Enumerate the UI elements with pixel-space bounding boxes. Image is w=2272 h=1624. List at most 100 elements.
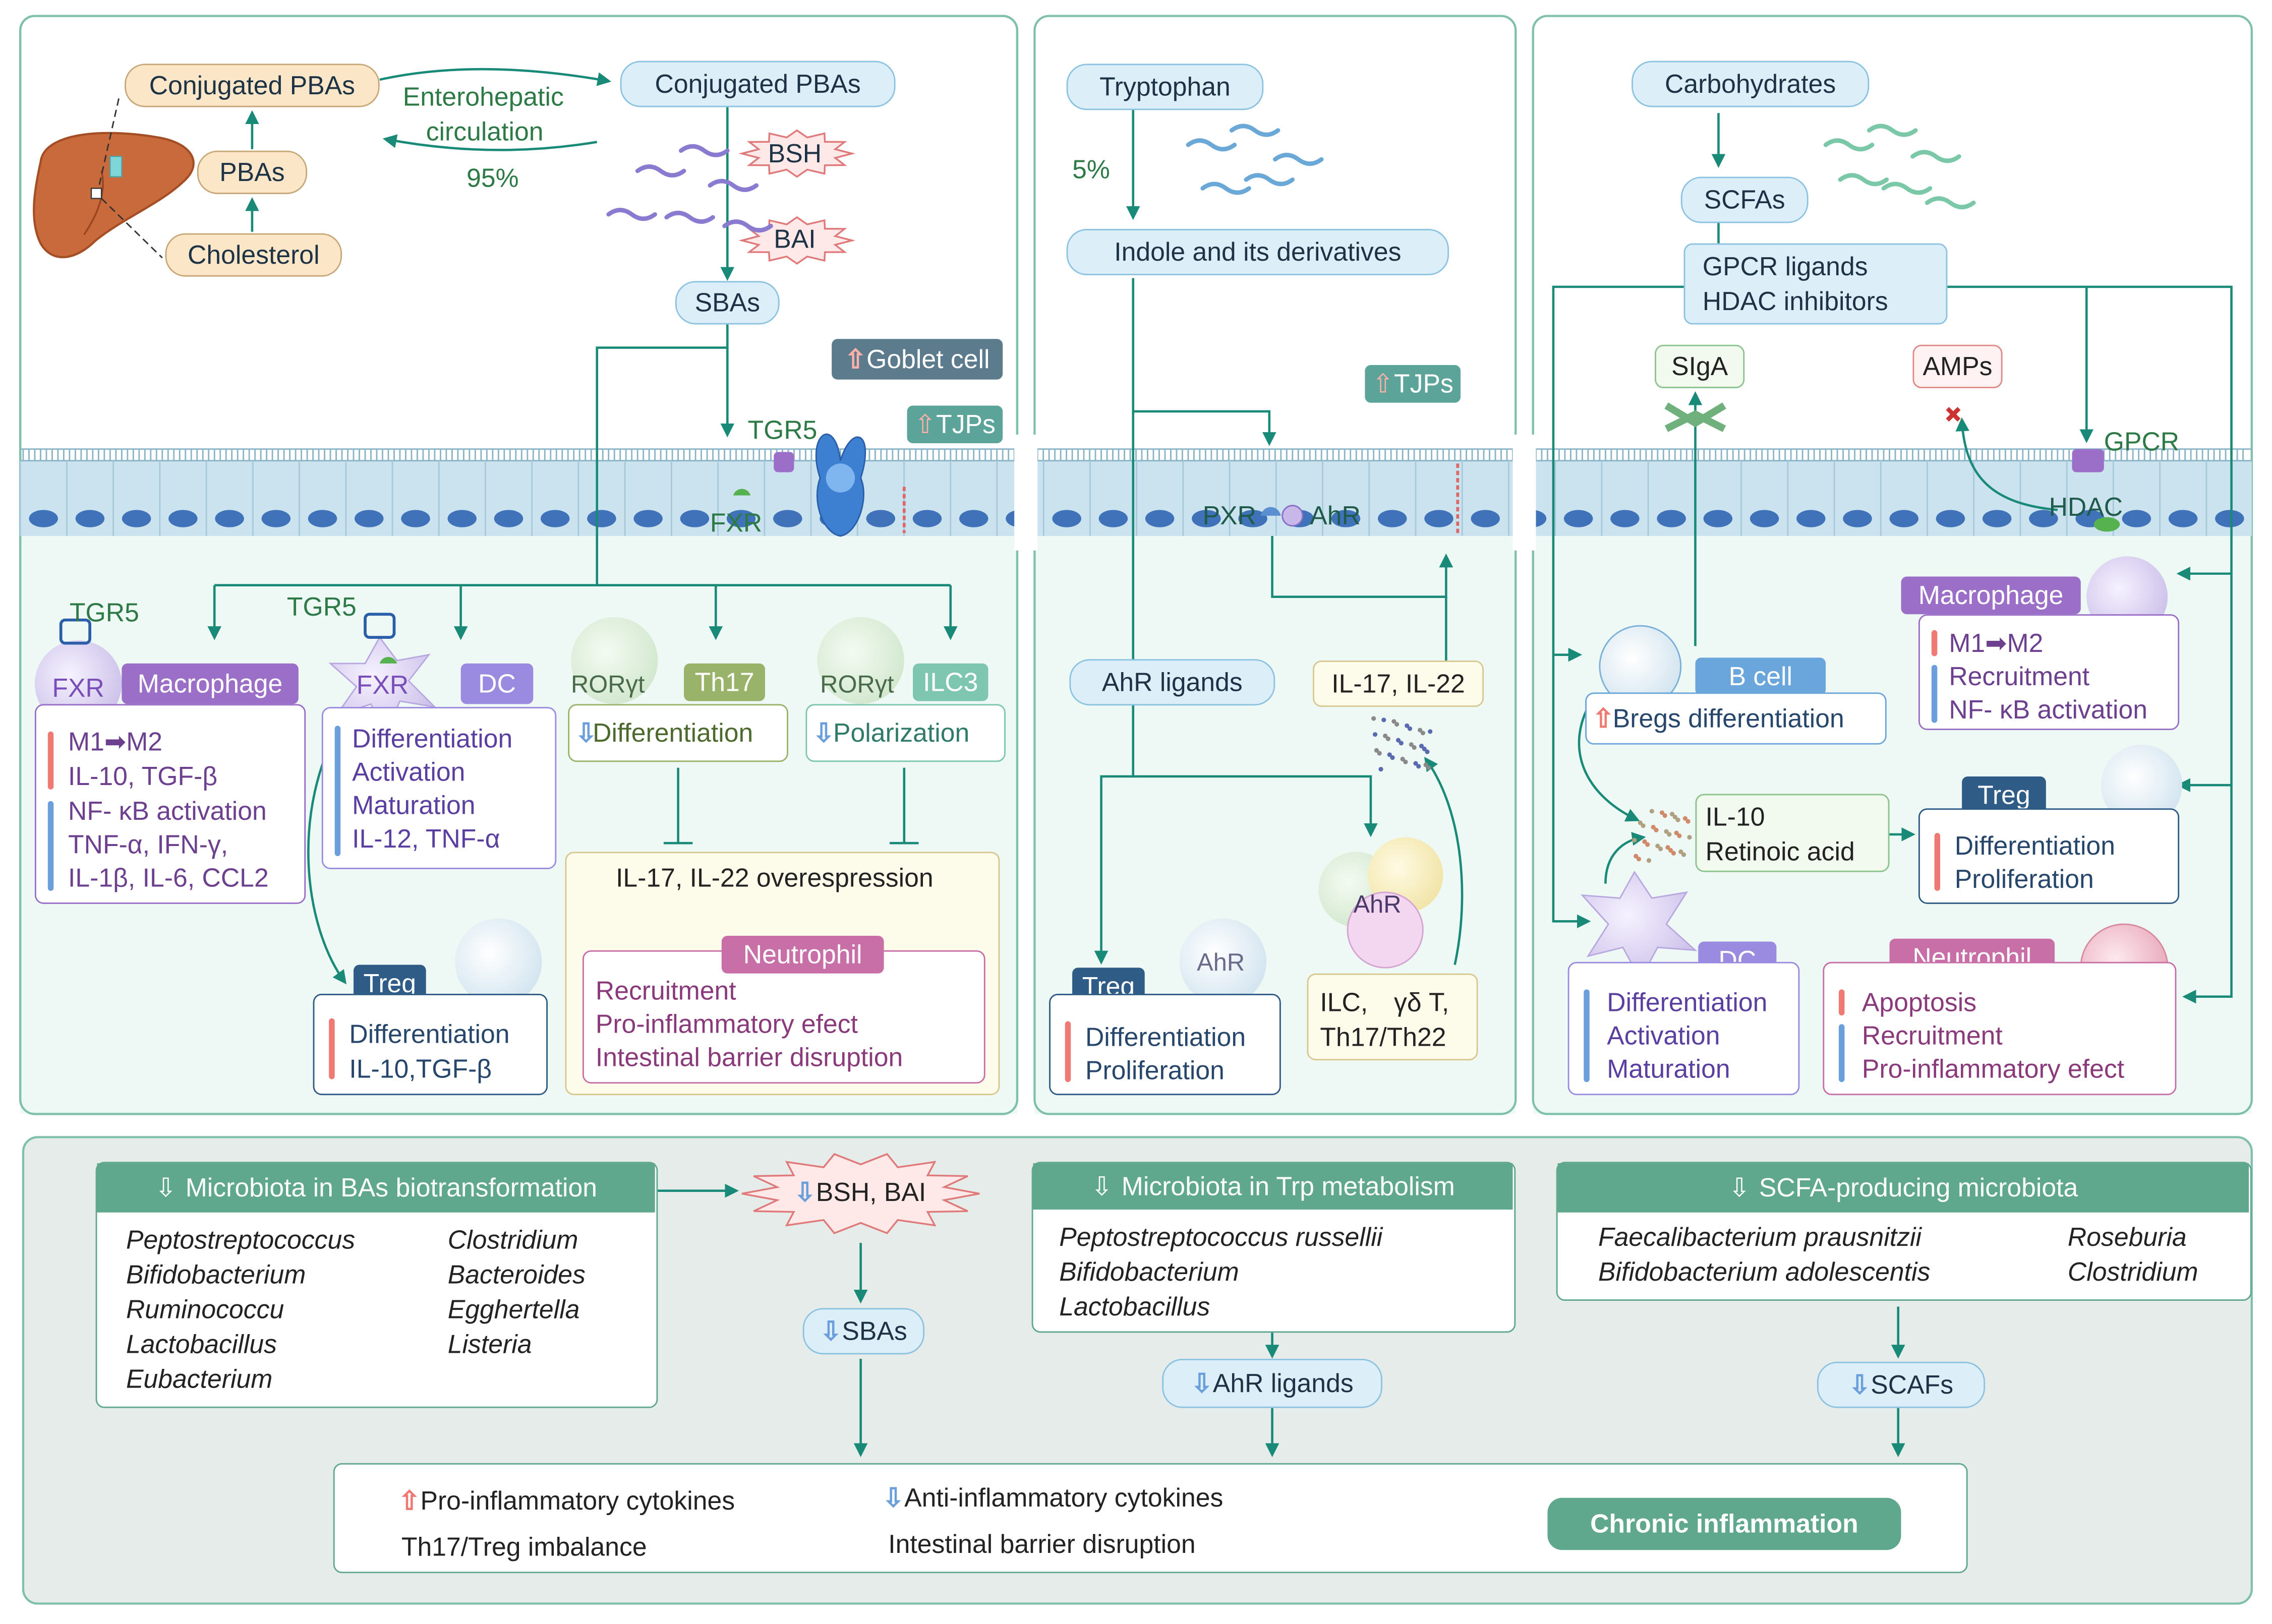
macrophage-tag-p3: Macrophage xyxy=(1901,576,2081,615)
gpcr-ligands-line-1: GPCR ligands xyxy=(1702,252,1868,281)
dc-p1-line-4: IL-12, TNF-α xyxy=(352,824,500,854)
down-arrow-icon xyxy=(334,726,341,857)
down-arrow-icon: ⇩ xyxy=(575,718,597,748)
treg-p1-line-1: Differentiation xyxy=(349,1019,510,1049)
ilc3-tag: ILC3 xyxy=(913,663,988,701)
up-arrow-icon xyxy=(1065,1021,1071,1082)
pbas-node: PBAs xyxy=(197,150,308,194)
scfa-microbiota-header: ⇩SCFA-producing microbiota xyxy=(1557,1163,2249,1213)
treg-p2-line-2: Proliferation xyxy=(1085,1056,1225,1085)
tgr5-receptor-icon xyxy=(733,452,794,496)
macrophage-p3-down-2: NF- κB activation xyxy=(1949,695,2148,725)
th17-rorgt-label: RORγt xyxy=(571,671,645,698)
gpcr-hdac-icon xyxy=(2072,449,2120,532)
macrophage-tag-p1: Macrophage xyxy=(122,663,299,704)
macrophage-box-p3: M1➡M2 Recruitment NF- κB activation xyxy=(1918,614,2180,731)
neutrophil-p1-line-2: Pro-inflammatory efect xyxy=(595,1009,858,1039)
outcome-th17: Th17/Treg imbalance xyxy=(401,1532,647,1562)
down-arrow-icon xyxy=(1931,665,1938,723)
ilc-box: ILC, γδ T, Th17/Th22 xyxy=(1307,973,1478,1061)
scfa-col2-1: Roseburia xyxy=(2067,1222,2187,1252)
ba-col2-4: Listeria xyxy=(447,1330,532,1359)
dc-tgr5-label: TGR5 xyxy=(286,592,357,622)
treg-p2-line-1: Differentiation xyxy=(1085,1022,1246,1052)
ahr-epithelium-label: AhR xyxy=(1310,501,1361,530)
ilc-line-1: ILC, γδ T, xyxy=(1320,988,1449,1017)
treg-p1-line-2: IL-10,TGF-β xyxy=(349,1054,492,1084)
carbohydrates-node: Carbohydrates xyxy=(1632,61,1870,107)
goblet-cell-tag: ⇧Goblet cell xyxy=(832,339,1003,380)
bsh-bai-bottom: ⇩BSH, BAI xyxy=(794,1177,926,1207)
up-arrow-icon xyxy=(1931,630,1938,656)
microbes-icon xyxy=(606,124,1976,233)
up-arrow-icon xyxy=(1934,833,1941,891)
enterohepatic-percent: 95% xyxy=(467,163,519,193)
treg-p3-line-1: Differentiation xyxy=(1954,831,2115,861)
up-arrow-icon xyxy=(329,1018,335,1079)
ba-col1-2: Bifidobacterium xyxy=(126,1260,306,1290)
bcell-line: Bregs differentiation xyxy=(1612,704,1844,733)
gpcr-ligands-box: GPCR ligands HDAC inhibitors xyxy=(1683,243,1948,325)
gpcr-label: GPCR xyxy=(2104,427,2180,457)
bottom-arrows xyxy=(658,1183,1905,1458)
macrophage-p1-down-1: NF- κB activation xyxy=(68,797,267,826)
scafs-bottom-node: ⇩SCAFs xyxy=(1817,1361,1986,1408)
neutrophil-p3-up-1: Apoptosis xyxy=(1861,988,1977,1017)
panel2-arrows xyxy=(1094,110,1464,965)
ahr-cells-label: AhR xyxy=(1353,890,1402,919)
il10-retinoic-box: IL-10 Retinoic acid xyxy=(1695,794,1890,872)
gpcr-ligands-line-2: HDAC inhibitors xyxy=(1702,286,1888,316)
ba-col1-1: Peptostreptococcus xyxy=(126,1225,356,1255)
neutrophil-p3-down-1: Recruitment xyxy=(1861,1021,2003,1050)
scfa-col2-2: Clostridium xyxy=(2067,1257,2198,1287)
outcome-down: ⇩Anti-inflammatory cytokines xyxy=(882,1483,1224,1513)
down-arrow-icon xyxy=(47,801,54,891)
ba-col2-2: Bacteroides xyxy=(447,1260,586,1290)
ba-microbiota-box: ⇩Microbiota in BAs biotransformation Pep… xyxy=(95,1162,658,1408)
conjugated-pbas-gut: Conjugated PBAs xyxy=(620,61,896,107)
ba-microbiota-header: ⇩Microbiota in BAs biotransformation xyxy=(97,1163,655,1213)
tryptophan-node: Tryptophan xyxy=(1066,64,1264,110)
ahr-cells-icon xyxy=(1318,837,1443,969)
amps-node: AMPs xyxy=(1912,344,2003,388)
macrophage-p1-up-1: M1➡M2 xyxy=(68,727,163,756)
th17-cell-icon xyxy=(571,617,658,704)
scfa-col1-1: Faecalibacterium prausnitzii xyxy=(1598,1222,1921,1252)
dc-p3-line-2: Activation xyxy=(1607,1021,1720,1050)
treg-box-p1: Differentiation IL-10,TGF-β xyxy=(313,993,548,1096)
th17-tag: Th17 xyxy=(684,663,765,701)
il10-line: IL-10 xyxy=(1705,802,1765,832)
scfa-microbiota-box: ⇩SCFA-producing microbiota Faecalibacter… xyxy=(1556,1162,2252,1301)
treg-p3-cell-icon xyxy=(2101,744,2182,826)
pxr-label: PXR xyxy=(1202,501,1257,530)
ahr-ligands-bottom-node: ⇩AhR ligands xyxy=(1162,1358,1382,1408)
cholesterol-node: Cholesterol xyxy=(165,233,342,277)
treg-tag-p3: Treg xyxy=(1962,776,2046,814)
siga-node: SIgA xyxy=(1655,344,1745,388)
dc-p1-line-3: Maturation xyxy=(352,791,476,820)
ba-col1-4: Lactobacillus xyxy=(126,1330,277,1359)
bcell-box: ⇧ Bregs differentiation xyxy=(1585,692,1887,745)
dc-tag-p1: DC xyxy=(460,663,534,704)
outcome-barrier: Intestinal barrier disruption xyxy=(888,1529,1196,1559)
ilc3-box: ⇩ Polarization xyxy=(805,704,1006,762)
trp-microbiota-header: ⇩Microbiota in Trp metabolism xyxy=(1033,1163,1513,1210)
amps-icon xyxy=(1946,407,1961,422)
hdac-label: HDAC xyxy=(2049,492,2123,522)
down-arrow-icon xyxy=(1838,1024,1845,1082)
macrophage-p1-down-2: TNF-α, IFN-γ, xyxy=(68,830,228,859)
macrophage-box-p1: M1➡M2 IL-10, TGF-β NF- κB activation TNF… xyxy=(34,704,306,904)
dc-box-p1: Differentiation Activation Maturation IL… xyxy=(321,707,557,869)
tjps-tag-p1: ⇧TJPs xyxy=(907,405,1003,444)
trp-list-2: Bifidobacterium xyxy=(1059,1257,1239,1287)
il17-il22-node: IL-17, IL-22 xyxy=(1313,660,1484,707)
macrophage-fxr-label: FXR xyxy=(52,673,104,703)
neutrophil-tag-p1: Neutrophil xyxy=(721,936,884,974)
macrophage-p1-down-3: IL-1β, IL-6, CCL2 xyxy=(68,863,269,892)
ilc-line-2: Th17/Th22 xyxy=(1320,1022,1446,1052)
enterohepatic-label-line1: Enterohepatic xyxy=(402,82,564,112)
indole-node: Indole and its derivatives xyxy=(1066,228,1449,275)
sbas-bottom-node: ⇩SBAs xyxy=(802,1308,925,1355)
scfas-node: SCFAs xyxy=(1680,176,1809,223)
enzyme-bursts xyxy=(738,129,980,1234)
